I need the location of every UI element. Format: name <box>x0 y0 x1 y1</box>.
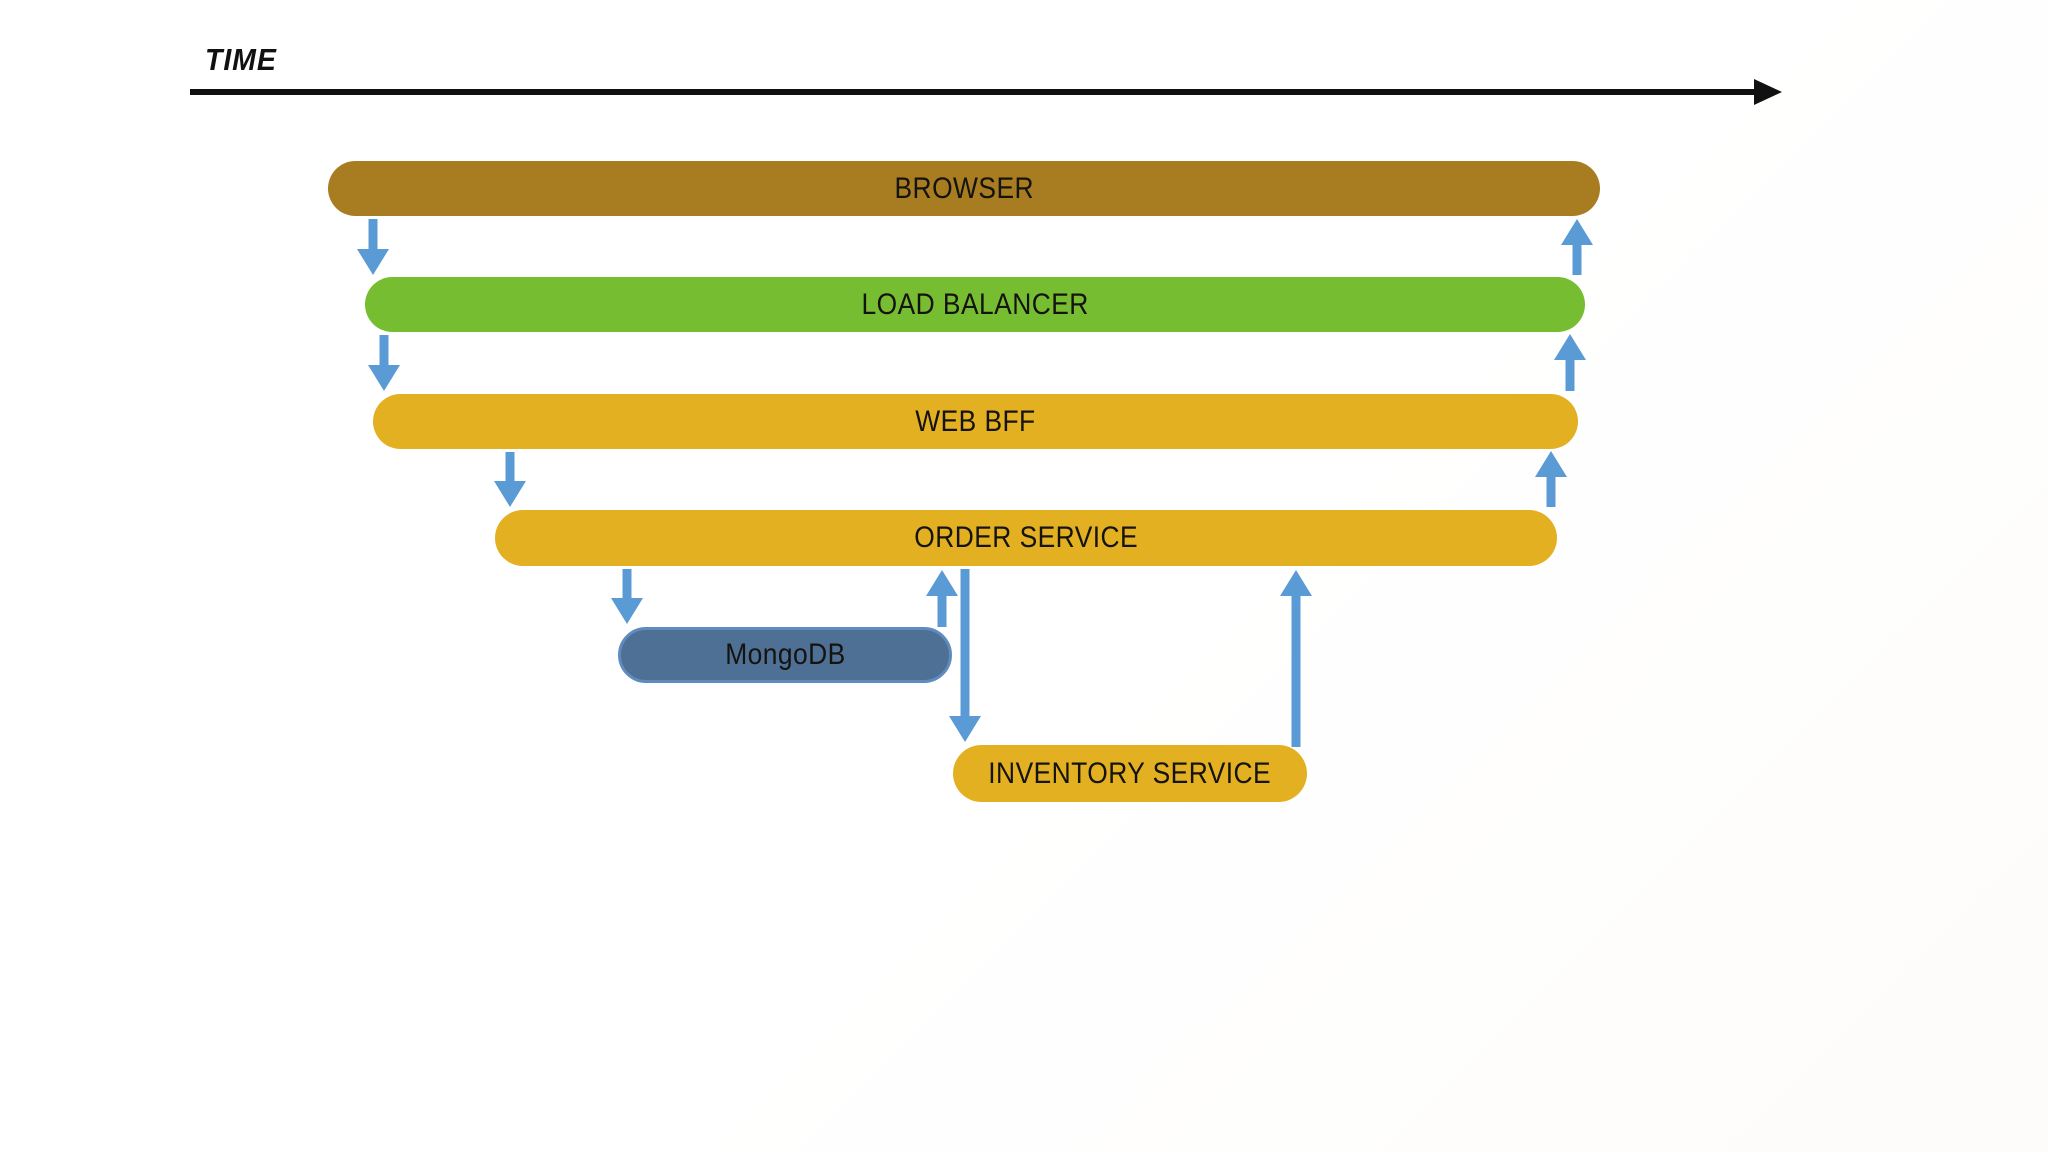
arrow-web-bff-to-load-balancer-icon <box>1554 334 1586 391</box>
node-inventory-service: INVENTORY SERVICE <box>953 745 1307 802</box>
arrow-web-bff-to-order-service-icon <box>494 452 526 507</box>
arrow-order-service-to-inventory-service-icon <box>949 569 981 742</box>
node-load-balancer: LOAD BALANCER <box>365 277 1585 332</box>
node-mongodb: MongoDB <box>618 627 952 683</box>
arrow-load-balancer-to-web-bff-icon <box>368 335 400 391</box>
node-browser: BROWSER <box>328 161 1600 216</box>
arrow-inventory-service-to-order-service-icon <box>1280 570 1312 747</box>
node-web-bff: WEB BFF <box>373 394 1578 449</box>
node-label-order-service: ORDER SERVICE <box>914 521 1138 554</box>
arrow-mongodb-to-order-service-icon <box>926 570 958 627</box>
arrow-load-balancer-to-browser-icon <box>1561 219 1593 275</box>
time-axis-line <box>190 89 1756 95</box>
time-axis-arrowhead-icon <box>1754 79 1782 105</box>
node-label-browser: BROWSER <box>894 171 1034 205</box>
time-axis-label: TIME <box>205 42 277 77</box>
node-label-load-balancer: LOAD BALANCER <box>861 287 1089 321</box>
node-label-web-bff: WEB BFF <box>915 404 1036 438</box>
node-label-inventory-service: INVENTORY SERVICE <box>988 756 1272 790</box>
arrow-order-service-to-web-bff-icon <box>1535 451 1567 507</box>
arrow-order-service-to-mongodb-icon <box>611 569 643 624</box>
node-label-mongodb: MongoDB <box>724 638 846 671</box>
arrow-browser-to-load-balancer-icon <box>357 219 389 275</box>
node-order-service: ORDER SERVICE <box>495 510 1557 566</box>
